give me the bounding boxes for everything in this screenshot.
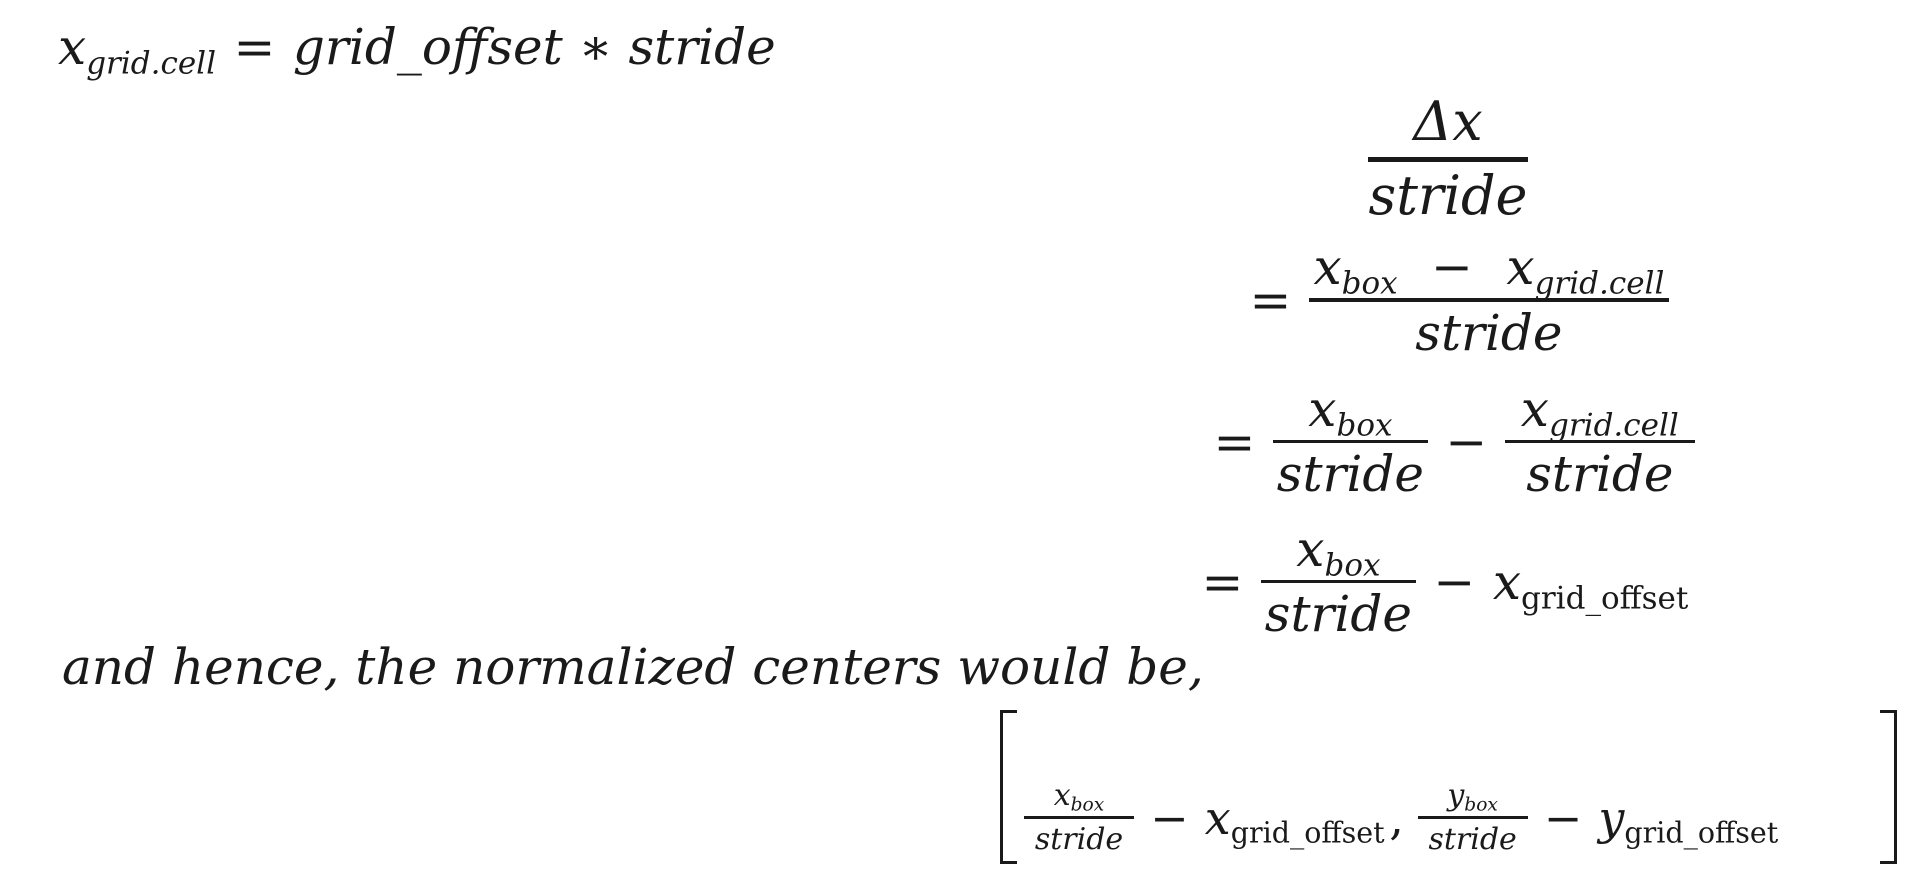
fraction-bar: [1272, 440, 1428, 443]
derivation-step-2: = xbox stride − xgrid.cell stride: [1196, 380, 1695, 503]
minus-sign: −: [1445, 412, 1488, 471]
fraction-bar: [1368, 157, 1528, 162]
equals-sign: =: [1201, 552, 1244, 611]
y-grid-offset: ygrid_offset: [1598, 790, 1779, 850]
delta-x-over-stride: Δx stride: [1368, 90, 1528, 227]
right-bracket: [1880, 710, 1897, 864]
fraction-bar: [1504, 440, 1695, 443]
grid-cell-lhs: xgrid.cell: [58, 18, 217, 82]
minus-sign: −: [1543, 790, 1583, 845]
grid-cell-equation: xgrid.cell = grid_offset ∗ stride: [58, 18, 776, 82]
normalized-centers-sentence: and hence, the normalized centers would …: [62, 638, 1204, 696]
comma: ,: [1389, 790, 1404, 845]
minus-sign: −: [1433, 552, 1476, 611]
equals-sign: =: [1213, 412, 1256, 471]
fraction-bar: [1260, 580, 1416, 583]
derivation-step-3: = xbox stride − xgrid_offset: [1184, 520, 1689, 643]
derivation-step-1: = xbox − xgrid.cell stride: [1232, 238, 1669, 362]
minus-sign: −: [1150, 790, 1189, 845]
x-box-over-stride: xbox stride: [1260, 520, 1416, 643]
numerator: xbox − xgrid.cell: [1313, 238, 1665, 302]
equals-sign: =: [1249, 271, 1292, 329]
y-box-over-stride: ybox stride: [1417, 778, 1528, 857]
denominator: stride: [1415, 304, 1563, 362]
x-grid-offset: xgrid_offset: [1492, 552, 1689, 616]
stride-denominator: stride: [1368, 164, 1528, 227]
fraction-bar: [1308, 298, 1669, 302]
difference-over-stride: xbox − xgrid.cell stride: [1308, 238, 1669, 362]
vector-content: xbox stride − xgrid_offset , ybox stride…: [1024, 778, 1778, 857]
equals-sign: =: [233, 18, 276, 76]
delta-x-numerator: Δx: [1413, 90, 1483, 153]
x-box-over-stride: xbox stride: [1272, 380, 1428, 503]
x-grid-offset: xgrid_offset: [1204, 790, 1385, 850]
grid-cell-rhs: grid_offset ∗ stride: [292, 18, 776, 76]
fraction-bar: [1024, 816, 1134, 819]
x-box-over-stride: xbox stride: [1024, 778, 1134, 857]
left-bracket: [1000, 710, 1017, 864]
x-grid-cell-over-stride: xgrid.cell stride: [1504, 380, 1695, 503]
normalized-centers-vector: xbox stride − xgrid_offset , ybox stride…: [1000, 710, 1900, 868]
fraction-bar: [1417, 816, 1528, 819]
